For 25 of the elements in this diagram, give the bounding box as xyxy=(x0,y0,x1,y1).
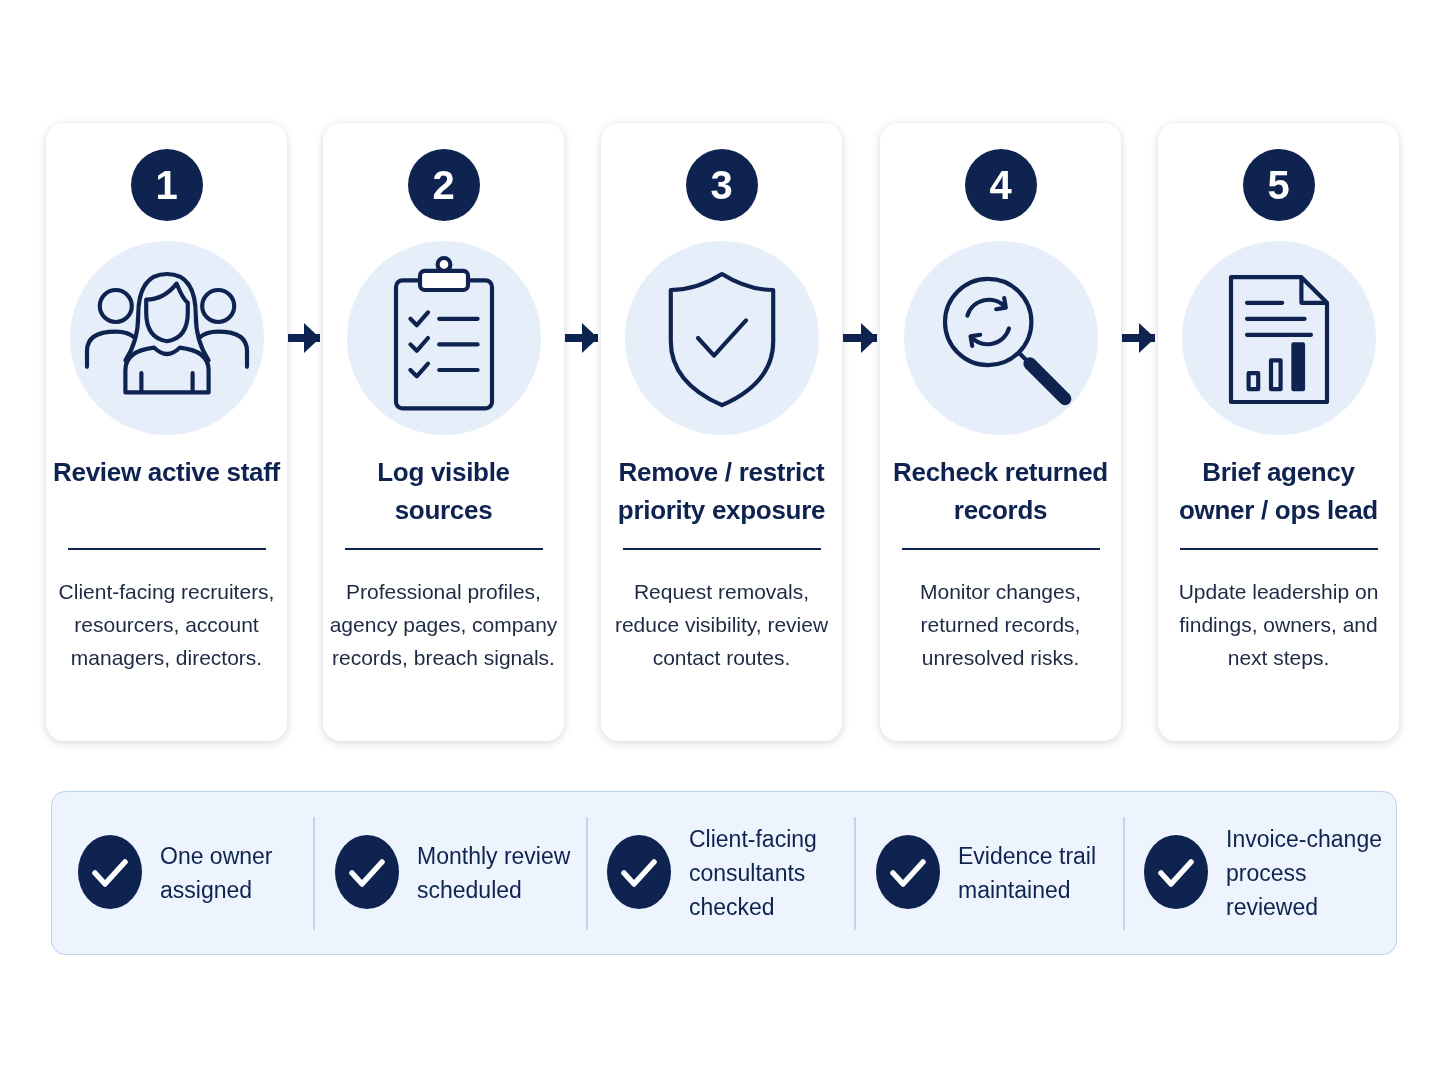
step-card xyxy=(880,123,1121,741)
step-number: 3 xyxy=(685,149,758,221)
step-number: 1 xyxy=(130,149,203,221)
checklist-item: Monthly review scheduled xyxy=(417,842,572,905)
step-description: Client-facing recruiters, resourcers, account managers, directors. xyxy=(57,579,276,671)
step-description: Update leadership on findings, owners, and next steps. xyxy=(1177,579,1380,671)
step-number: 2 xyxy=(407,149,480,221)
checklist-item: Client-facing consultants checked xyxy=(689,825,818,922)
step-title: Log visible sources xyxy=(376,456,511,527)
step-card xyxy=(323,123,564,741)
checklist-item: One owner assigned xyxy=(160,842,274,905)
step-title: Review active staff xyxy=(52,456,282,489)
step-description: Monitor changes, returned records, unresolved risks. xyxy=(918,579,1083,671)
step-number: 5 xyxy=(1242,149,1315,221)
step-title: Remove / restrict priority exposure xyxy=(616,456,827,527)
checklist-item: Evidence trail maintained xyxy=(958,842,1098,905)
step-card xyxy=(46,123,287,741)
step-card xyxy=(1158,123,1399,741)
step-title: Brief agency owner / ops lead xyxy=(1178,456,1379,527)
step-description: Request removals, reduce visibility, review contact routes. xyxy=(613,579,830,671)
step-card xyxy=(601,123,842,741)
step-number: 4 xyxy=(964,149,1037,221)
step-description: Professional profiles, agency pages, company records, breach signals. xyxy=(329,579,558,671)
step-title: Recheck returned records xyxy=(892,456,1109,527)
checklist-item: Invoice-change process reviewed xyxy=(1226,825,1383,922)
